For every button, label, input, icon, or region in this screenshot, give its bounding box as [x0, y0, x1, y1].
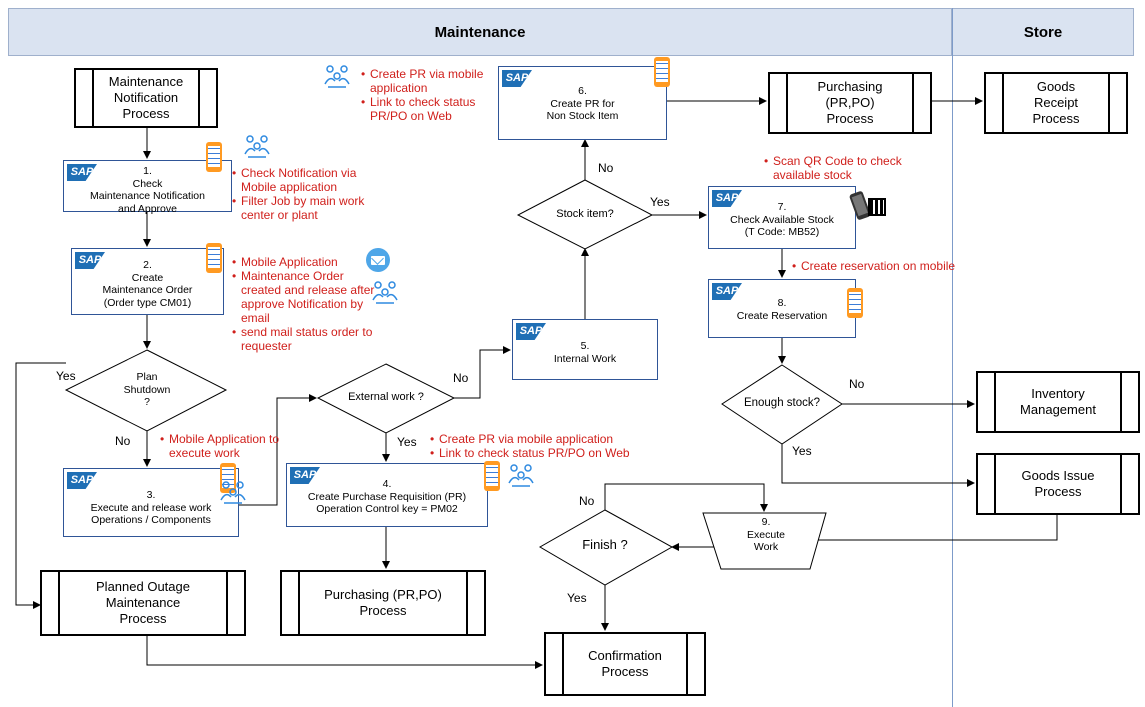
- label-yes-finish: Yes: [567, 591, 587, 605]
- lane-divider: [952, 8, 953, 707]
- people-meeting-icon: [324, 65, 350, 88]
- note-step7: Scan QR Code to check available stock: [764, 154, 914, 182]
- note-step3: Mobile Application to execute work: [160, 432, 290, 460]
- qr-code-icon: [868, 198, 886, 216]
- step9-trapezoid: [702, 512, 827, 570]
- decision-finish-label: Finish ?: [582, 537, 628, 552]
- note-step1: Check Notification via Mobile applicatio…: [232, 166, 370, 222]
- mobile-phone-icon: [206, 142, 222, 172]
- note-step2: Mobile ApplicationMaintenance Order crea…: [232, 255, 377, 353]
- connector-external-no-to-step5: [454, 346, 511, 399]
- decision-enough-stock: [721, 364, 843, 445]
- connector-finish-no-to-execute: [604, 483, 768, 512]
- decision-stock-item-label: Stock item?: [556, 208, 614, 220]
- sap-logo: SAP: [67, 472, 97, 489]
- sap-logo: SAP: [516, 323, 546, 340]
- connector-outage-to-confirmation: [146, 635, 543, 669]
- note-step4: Create PR via mobile applicationLink to …: [430, 432, 690, 460]
- lane-title-store: Store: [1023, 23, 1063, 41]
- step-4-box: SAP 4.Create Purchase Requisition (PR)Op…: [286, 463, 488, 527]
- label-yes-external: Yes: [397, 435, 417, 449]
- mobile-phone-icon: [654, 57, 670, 87]
- step-7-box: SAP 7.Check Available Stock(T Code: MB52…: [708, 186, 856, 249]
- note-step6: Create PR via mobile applicationLink to …: [361, 67, 493, 123]
- label-no-external: No: [453, 371, 469, 385]
- decision-stock-item: [516, 179, 654, 250]
- label-yes-shutdown: Yes: [56, 369, 76, 383]
- label-yes-enoughstock: Yes: [792, 444, 812, 458]
- email-icon: [366, 248, 390, 272]
- connector-goodsissue-to-execute: [809, 515, 1058, 544]
- label-no-finish: No: [579, 494, 595, 508]
- people-meeting-icon: [508, 464, 534, 487]
- decision-plan-shutdown: [64, 349, 228, 432]
- decision-finish: [538, 509, 674, 586]
- people-meeting-icon: [244, 135, 270, 158]
- label-yes-stockitem: Yes: [650, 195, 670, 209]
- decision-external-work-label: External work ?: [348, 391, 424, 403]
- step-5-box: SAP 5.Internal Work: [512, 319, 658, 380]
- mobile-phone-icon: [206, 243, 222, 273]
- note-step8: Create reservation on mobile: [792, 259, 992, 273]
- step-8-box: SAP 8.Create Reservation: [708, 279, 856, 338]
- label-no-stockitem: No: [598, 161, 614, 175]
- label-no-enoughstock: No: [849, 377, 865, 391]
- lane-title-maintenance: Maintenance: [434, 23, 526, 41]
- decision-external-work: [316, 363, 456, 434]
- label-no-shutdown: No: [115, 434, 131, 448]
- mobile-phone-icon: [484, 461, 500, 491]
- connector-shutdown-yes-to-outage: [15, 362, 66, 609]
- people-meeting-icon: [372, 281, 398, 304]
- decision-enough-stock-label: Enough stock?: [743, 397, 821, 409]
- mobile-phone-icon: [847, 288, 863, 318]
- process-purchasing-bottom: Purchasing (PR,PO)Process: [280, 570, 486, 636]
- lane-header-maintenance: Maintenance: [8, 8, 952, 56]
- people-meeting-icon: [220, 481, 246, 504]
- process-purchasing-top: Purchasing(PR,PO)Process: [768, 72, 932, 134]
- connector-enough-yes-to-goodsissue: [781, 444, 975, 487]
